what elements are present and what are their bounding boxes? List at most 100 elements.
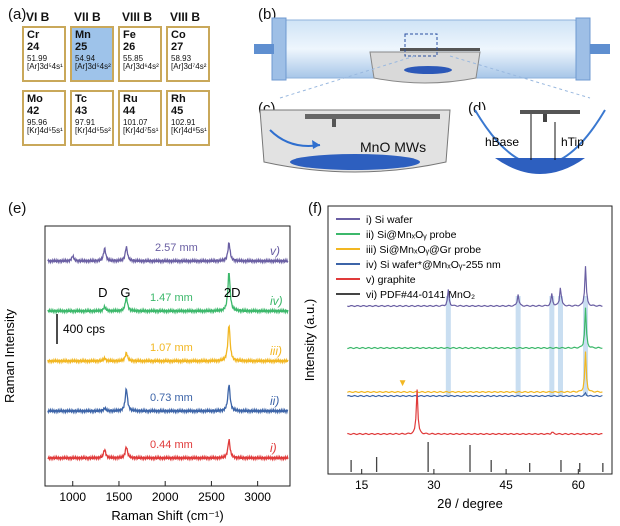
h-base-label: hBase	[485, 135, 519, 149]
xrd-highlight-band	[515, 296, 521, 396]
raman-x-tick-label: 2500	[198, 490, 225, 504]
xrd-axes-frame	[327, 205, 613, 475]
raman-peak-label: 2D	[224, 285, 241, 300]
xrd-peak-marker: ▼	[398, 378, 408, 389]
raman-x-tick-label: 1000	[59, 490, 86, 504]
raman-x-tick-label: 2000	[152, 490, 179, 504]
xrd-legend-label: iv) Si wafer*@MnₓOᵧ-255 nm	[366, 259, 501, 271]
xrd-x-tick-label: 15	[355, 478, 369, 492]
raman-series-label: 0.44 mm	[150, 439, 193, 451]
element-mass: 58.93	[171, 54, 192, 64]
element-symbol: Ru	[123, 93, 138, 105]
tube-left-inlet	[254, 44, 274, 54]
raman-series-line	[47, 438, 289, 462]
panel-label-a: (a)	[8, 6, 27, 23]
element-symbol: Mo	[27, 93, 43, 105]
height-schematic: hBase hTip	[474, 109, 606, 174]
panel-label-f: (f)	[308, 200, 323, 217]
element-number: 25	[75, 40, 88, 53]
xrd-highlight-band	[557, 296, 563, 396]
element-config: [Ar]3d⁵4s²	[75, 62, 111, 72]
element-mass: 55.85	[123, 54, 144, 64]
element-symbol: Fe	[123, 29, 136, 41]
group-label: VIII B	[122, 10, 153, 24]
tube-furnace-schematic	[254, 17, 610, 99]
element-config: [Kr]4d⁸5s¹	[171, 126, 207, 136]
xrd-legend-label: ii) Si@MnₓOᵧ probe	[366, 229, 457, 241]
raman-series-label: 1.07 mm	[150, 342, 193, 354]
xrd-highlight-band	[583, 296, 589, 396]
raman-series-roman: ii)	[270, 394, 279, 408]
xrd-y-label: Intensity (a.u.)	[302, 299, 317, 381]
probe-tip	[332, 119, 336, 127]
element-number: 45	[171, 104, 184, 117]
element-symbol: Co	[171, 29, 186, 41]
xrd-series-line	[347, 266, 603, 308]
element-symbol: Mn	[75, 29, 91, 41]
panel-label-e: (e)	[8, 200, 27, 217]
element-mass: 51.99	[27, 54, 48, 64]
tube-right-outlet	[590, 44, 610, 54]
tube-left-flange	[271, 17, 287, 81]
group-label: VII B	[74, 10, 101, 24]
element-mass: 97.91	[75, 118, 96, 128]
element-config: [Ar]3d⁶4s²	[123, 62, 159, 72]
raman-series-line	[47, 384, 289, 415]
raman-peak-label: D	[98, 285, 107, 300]
zoom-box	[404, 33, 438, 57]
raman-x-tick-label: 3000	[244, 490, 271, 504]
element-mass: 95.96	[27, 118, 48, 128]
element-mass: 101.07	[123, 118, 148, 128]
element-symbol: Rh	[171, 93, 186, 105]
raman-series-roman: iii)	[270, 344, 282, 358]
mno-mws-label: MnO MWs	[360, 139, 426, 155]
xrd-x-tick-label: 30	[427, 478, 441, 492]
element-config: [Kr]4d⁵5s¹	[27, 126, 63, 136]
raman-series-label: 0.73 mm	[150, 392, 193, 404]
xrd-series-line	[347, 391, 603, 398]
raman-series-roman: i)	[270, 441, 277, 455]
xrd-series-line	[347, 307, 603, 350]
xrd-series-line	[347, 389, 603, 436]
xrd-legend-label: iii) Si@MnₓOᵧ@Gr probe	[366, 244, 481, 256]
element-number: 43	[75, 104, 88, 117]
element-number: 27	[171, 40, 184, 53]
element-symbol: Cr	[27, 29, 40, 41]
element-number: 44	[123, 104, 136, 117]
raman-series-label: 1.47 mm	[150, 292, 193, 304]
raman-series-roman: v)	[270, 244, 280, 258]
raman-x-label: Raman Shift (cm⁻¹)	[111, 508, 223, 523]
raman-axes-frame	[44, 225, 291, 487]
tube-right-flange	[575, 17, 591, 81]
element-config: [Kr]4d⁷5s¹	[123, 126, 159, 136]
crucible-closeup: MnO MWs	[259, 109, 451, 173]
element-number: 24	[27, 40, 40, 53]
xrd-legend-label: i) Si wafer	[366, 214, 413, 226]
probe-substrate	[305, 114, 440, 119]
element-mass: 54.94	[75, 54, 96, 64]
xrd-legend-label: vi) PDF#44-0141 MnO₂	[366, 289, 475, 301]
raman-series-roman: iv)	[270, 294, 283, 308]
xrd-series-line	[347, 351, 603, 394]
element-config: [Kr]4d⁵5s²	[75, 126, 111, 136]
xrd-x-tick-label: 45	[499, 478, 513, 492]
raman-series-line	[47, 273, 289, 315]
xrd-highlight-band	[445, 296, 451, 396]
xrd-legend-label: v) graphite	[366, 274, 416, 286]
mno-pool	[290, 154, 420, 170]
probe-holder	[400, 48, 480, 51]
xrd-x-tick-label: 60	[572, 478, 586, 492]
element-number: 42	[27, 104, 40, 117]
raman-series-line	[47, 242, 289, 265]
element-config: [Ar]3d⁵4s¹	[27, 62, 63, 72]
raman-y-label: Raman Intensity	[2, 309, 17, 403]
element-symbol: Tc	[75, 93, 88, 105]
xrd-highlight-band	[549, 296, 555, 396]
